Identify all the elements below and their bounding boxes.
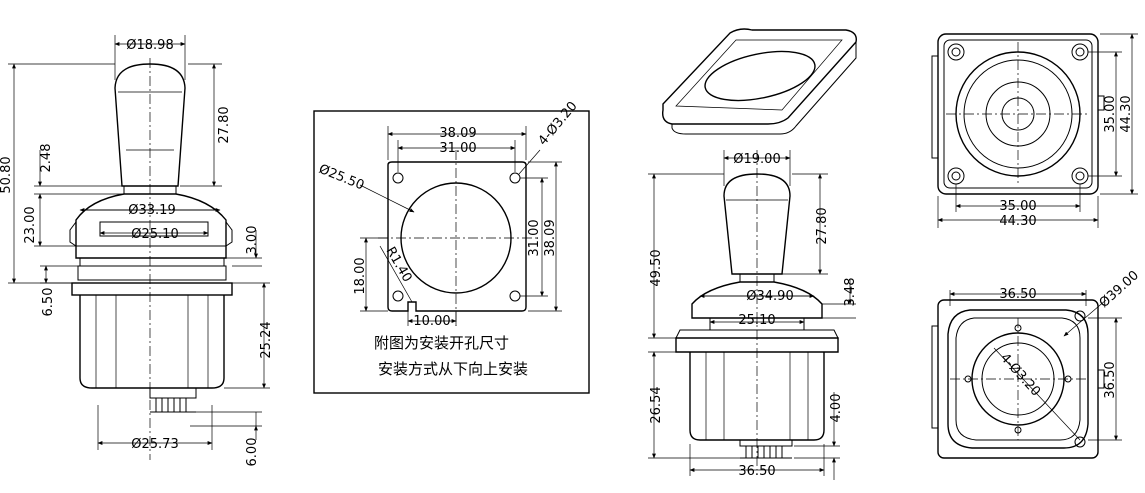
side-view-a: Ø18.98 27.80 50.80 2.48 23.00 Ø33.19 Ø25… <box>0 35 274 466</box>
dim-panel-cut-dia: Ø25.50 <box>317 162 367 194</box>
dim-b-dome-dia: Ø34.90 <box>746 289 793 304</box>
dim-bottom-hole: 4-Ø3.20 <box>997 351 1043 400</box>
panel-cutout-view: 38.09 31.00 4-Ø3.20 Ø25.50 31.00 38.09 R… <box>313 99 590 394</box>
dim-bottom-diag: Ø39.00 <box>1097 268 1142 311</box>
dim-b-handle-len: 27.80 <box>815 207 830 244</box>
dim-panel-outer-h: 38.09 <box>543 219 558 256</box>
dim-top-inner-h: 35.00 <box>1103 95 1118 132</box>
dim-panel-inner-h: 31.00 <box>527 219 542 256</box>
pins-b <box>740 446 792 459</box>
dim-a-pin-h: 6.00 <box>245 438 260 467</box>
dim-panel-holes: 4-Ø3.20 <box>536 99 581 149</box>
dim-panel-half-h: 18.00 <box>353 257 368 294</box>
isometric-plate <box>662 28 857 135</box>
dim-b-pin-h: 4.00 <box>829 394 844 423</box>
side-view-b: Ø19.00 27.80 49.50 Ø34.90 3.48 25.10 26.… <box>648 150 858 480</box>
dim-b-body-h: 26.54 <box>649 386 664 423</box>
dim-a-handle-len: 27.80 <box>217 106 232 143</box>
dim-b-dome-h: 3.48 <box>843 278 858 307</box>
dim-a-handle-dia: Ø18.98 <box>126 38 173 53</box>
dim-a-dome-h: 23.00 <box>23 206 38 243</box>
dim-panel-inner-w: 31.00 <box>439 141 476 156</box>
dim-a-dome-dia: Ø33.19 <box>128 203 175 218</box>
panel-note-2: 安装方式从下向上安装 <box>378 360 528 378</box>
dim-a-flange-t: 3.00 <box>245 226 260 255</box>
dim-b-handle-dia: Ø19.00 <box>733 152 780 167</box>
top-view: 35.00 44.30 35.00 44.30 <box>931 33 1138 229</box>
dim-b-ring-dia: 25.10 <box>738 313 775 328</box>
dim-panel-notch: 10.00 <box>413 314 450 329</box>
dim-b-total-h: 49.50 <box>649 249 664 286</box>
dim-top-outer-h: 44.30 <box>1119 95 1134 132</box>
dim-a-flange-gap: 6.50 <box>41 288 56 317</box>
dim-b-base-w: 36.50 <box>738 464 775 479</box>
dim-panel-outer-w: 38.09 <box>439 126 476 141</box>
dim-a-gap: 2.48 <box>39 144 54 173</box>
dim-a-total-h: 50.80 <box>0 156 14 193</box>
panel-frame <box>313 110 590 394</box>
dim-a-ring-dia: Ø25.10 <box>131 227 178 242</box>
pins <box>150 398 196 413</box>
dim-bottom-top-w: 36.50 <box>999 287 1036 302</box>
bottom-view: 36.50 Ø39.00 36.50 4-Ø3.20 <box>931 268 1142 459</box>
dim-a-body-dia: Ø25.73 <box>131 437 178 452</box>
dim-top-inner-w: 35.00 <box>999 199 1036 214</box>
dim-bottom-side-h: 36.50 <box>1103 361 1118 398</box>
dim-a-body-h: 25.24 <box>259 321 274 358</box>
dim-top-outer-w: 44.30 <box>999 214 1036 229</box>
panel-note-1: 附图为安装开孔尺寸 <box>374 334 509 352</box>
